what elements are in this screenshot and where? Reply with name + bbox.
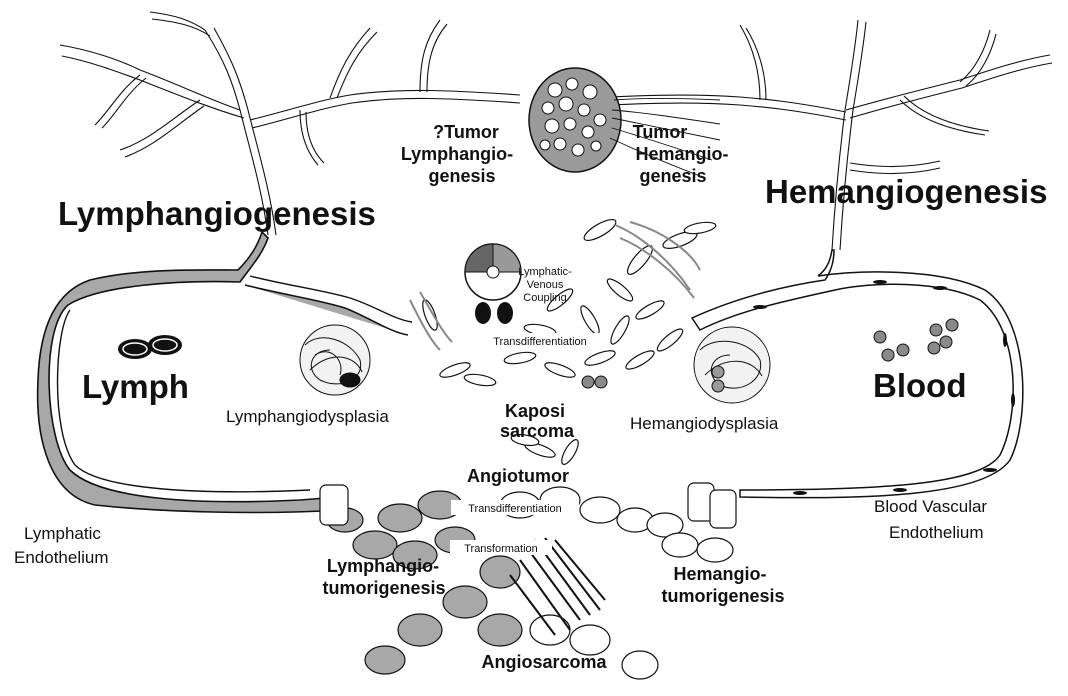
label-lymphatic-venous-2: Venous: [527, 279, 564, 291]
label-kaposi-2: sarcoma: [500, 421, 575, 441]
lymph-cells: [118, 335, 182, 359]
labels: ?Tumor Lymphangio- genesis Tumor Hemangi…: [14, 122, 1047, 672]
label-hemangiogenesis: Hemangiogenesis: [765, 173, 1047, 210]
label-lymphangiotumorigenesis-1: Lymphangio-: [327, 556, 439, 576]
label-hemangiodysplasia: Hemangiodysplasia: [630, 414, 779, 433]
label-angiosarcoma: Angiosarcoma: [481, 652, 607, 672]
label-kaposi-1: Kaposi: [505, 401, 565, 421]
label-tumor-hem-2: Hemangio-: [635, 144, 728, 164]
label-lymphatic-endothelium-2: Endothelium: [14, 548, 109, 567]
label-blood-endothelium-1: Blood Vascular: [874, 497, 987, 516]
label-tumor-lymph-2: Lymphangio-: [401, 144, 513, 164]
label-lymphatic-endothelium-1: Lymphatic: [24, 524, 101, 543]
lymphangiodysplasia-tangle: [300, 325, 370, 395]
label-lymphangiodysplasia: Lymphangiodysplasia: [226, 407, 389, 426]
lymphatic-venous-coupling: [465, 244, 521, 324]
label-lymph: Lymph: [82, 368, 189, 405]
hemangiodysplasia-tangle: [694, 327, 770, 403]
label-tumor-hem-3: genesis: [639, 166, 706, 186]
label-tumor-lymph-3: genesis: [428, 166, 495, 186]
label-blood: Blood: [873, 367, 966, 404]
label-tumor-hem-1: Tumor: [633, 122, 688, 142]
label-lymphangiogenesis: Lymphangiogenesis: [58, 195, 376, 232]
label-lymphatic-venous-1: Lymphatic-: [518, 266, 572, 278]
label-transdifferentiation-bottom: Transdifferentiation: [468, 503, 562, 515]
label-transdifferentiation-top: Transdifferentiation: [493, 336, 587, 348]
label-hemangiotumorigenesis-1: Hemangio-: [673, 564, 766, 584]
label-lymphangiotumorigenesis-2: tumorigenesis: [322, 578, 445, 598]
label-tumor-lymph-1: ?Tumor: [433, 122, 499, 142]
label-transformation: Transformation: [464, 543, 538, 555]
label-hemangiotumorigenesis-2: tumorigenesis: [661, 586, 784, 606]
label-angiotumor: Angiotumor: [467, 466, 569, 486]
label-lymphatic-venous-3: Coupling: [523, 292, 566, 304]
label-blood-endothelium-2: Endothelium: [889, 523, 984, 542]
